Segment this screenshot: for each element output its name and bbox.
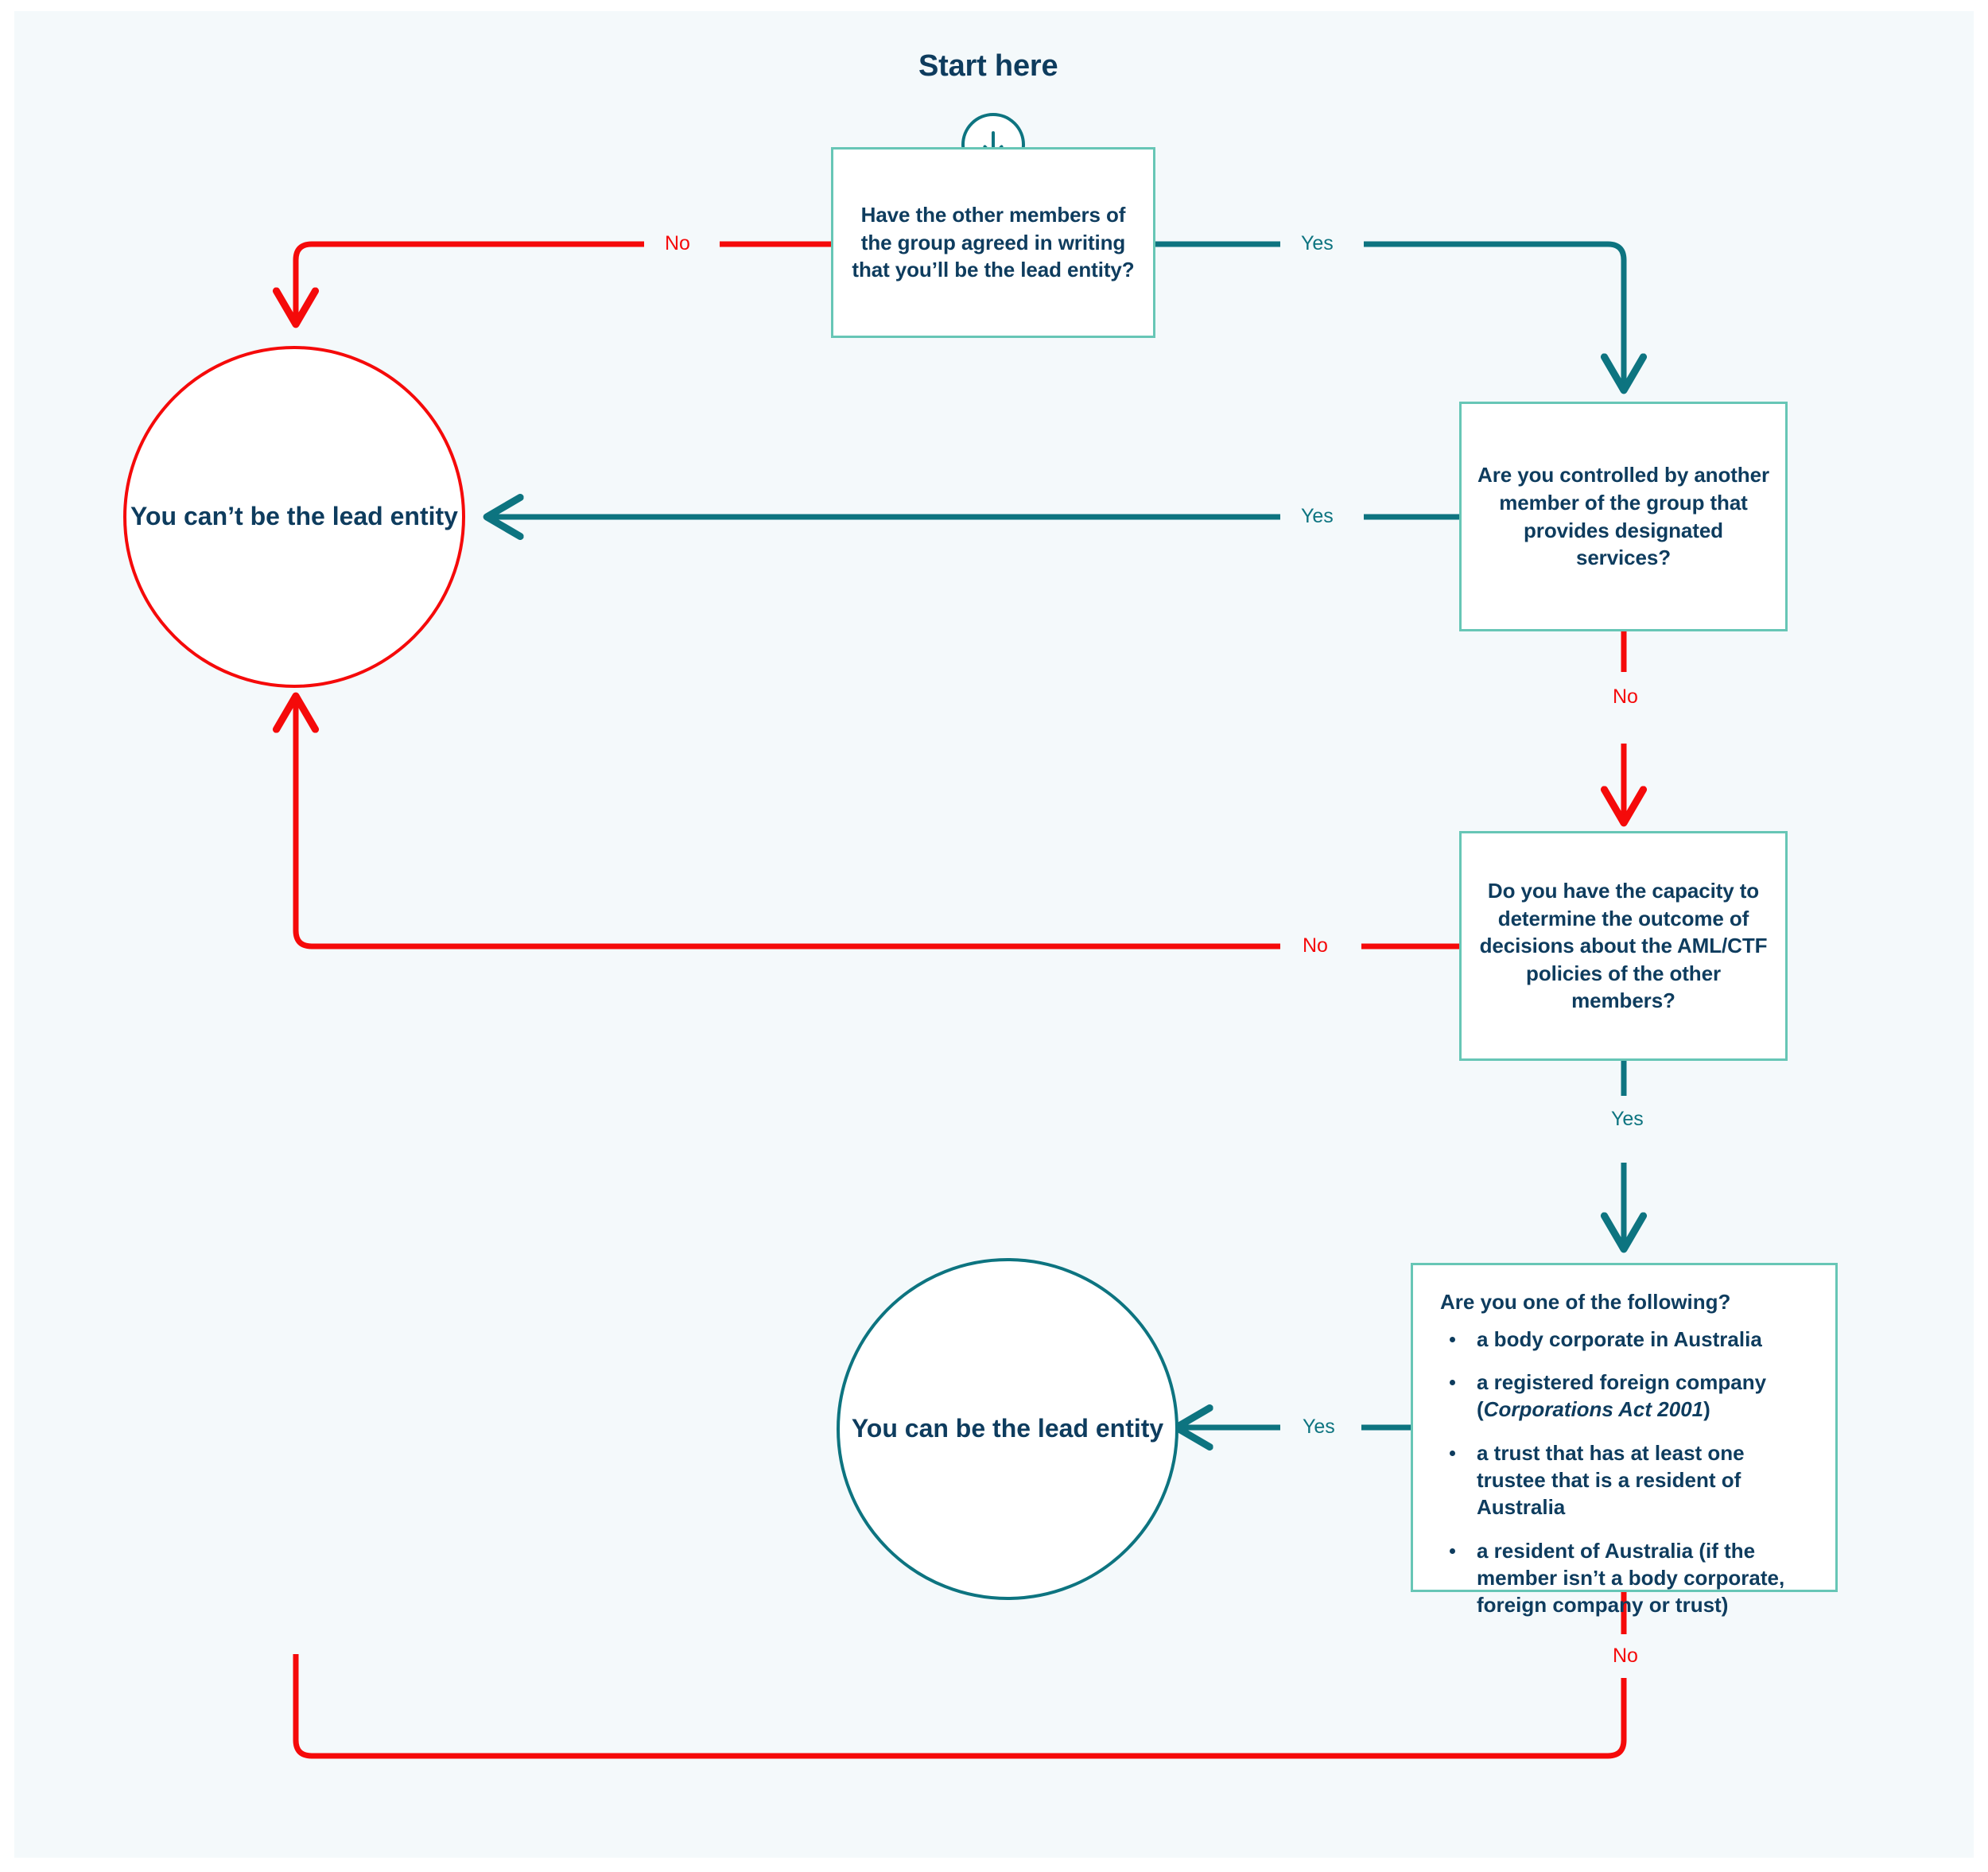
edge-label-q3-yes: Yes xyxy=(1603,1108,1652,1131)
question-box-capacity-amlctf-text: Do you have the capacity to determine th… xyxy=(1479,879,1768,1013)
question-box-written-agreement-text: Have the other members of the group agre… xyxy=(852,203,1135,282)
outcome-cannot-be-lead-entity-text: You can’t be the lead entity xyxy=(130,502,458,531)
edge-label-q1-yes: Yes xyxy=(1293,232,1342,255)
list-item-text-post: ) xyxy=(1703,1397,1710,1422)
entity-type-list: a body corporate in Australia a register… xyxy=(1440,1326,1815,1619)
list-item-text: a resident of Australia (if the member i… xyxy=(1477,1538,1785,1618)
edge-label-q2-yes: Yes xyxy=(1293,505,1342,528)
outcome-can-be-lead-entity-text: You can be the lead entity xyxy=(851,1414,1164,1443)
question-box-controlled-by-member-text: Are you controlled by another member of … xyxy=(1477,463,1769,570)
question-box-entity-type-lead: Are you one of the following? xyxy=(1440,1290,1731,1314)
edge-label-q4-yes: Yes xyxy=(1295,1416,1343,1439)
question-box-written-agreement[interactable]: Have the other members of the group agre… xyxy=(831,147,1155,338)
list-item-text: a body corporate in Australia xyxy=(1477,1326,1762,1351)
outcome-cannot-be-lead-entity[interactable]: You can’t be the lead entity xyxy=(123,346,465,688)
list-item: a resident of Australia (if the member i… xyxy=(1446,1537,1815,1619)
edge-label-q1-no: No xyxy=(657,232,698,255)
list-item: a registered foreign company (Corporatio… xyxy=(1446,1369,1815,1423)
edge-label-q3-no: No xyxy=(1295,934,1336,957)
edge-label-q4-no: No xyxy=(1605,1645,1646,1668)
list-item: a body corporate in Australia xyxy=(1446,1326,1815,1353)
question-box-entity-type[interactable]: Are you one of the following? a body cor… xyxy=(1411,1263,1838,1617)
list-item-text: a trust that has at least one trustee th… xyxy=(1477,1440,1745,1520)
question-box-controlled-by-member[interactable]: Are you controlled by another member of … xyxy=(1459,402,1788,631)
list-item-text: a registered foreign company ( xyxy=(1477,1370,1767,1422)
question-box-capacity-amlctf[interactable]: Do you have the capacity to determine th… xyxy=(1459,831,1788,1061)
edge-label-q2-no: No xyxy=(1605,685,1646,709)
start-here-label: Start here xyxy=(918,49,1058,83)
list-item: a trust that has at least one trustee th… xyxy=(1446,1439,1815,1521)
list-item-italic: Corporations Act 2001 xyxy=(1483,1397,1704,1422)
outcome-can-be-lead-entity[interactable]: You can be the lead entity xyxy=(837,1258,1178,1600)
